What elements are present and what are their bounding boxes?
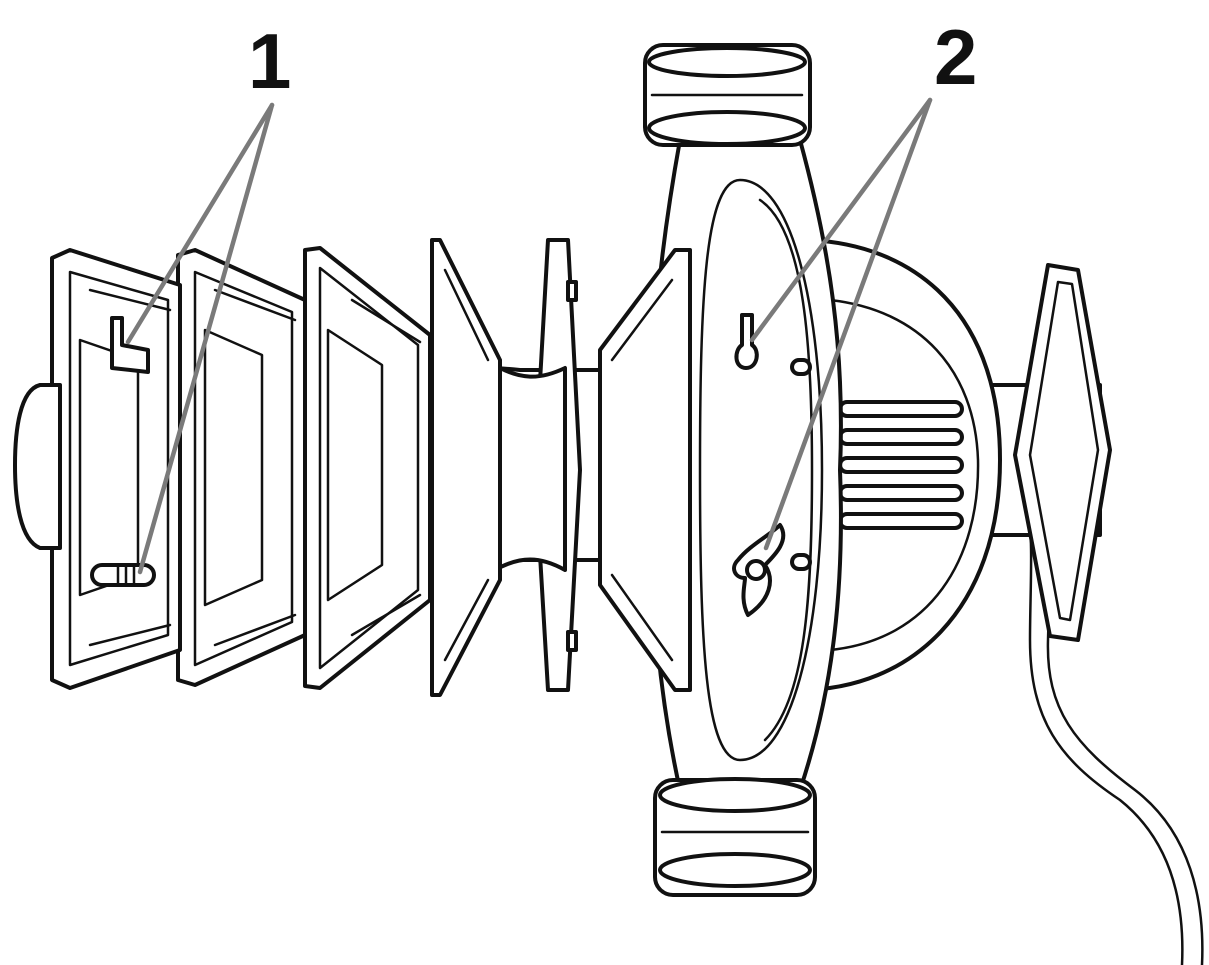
wing-screw <box>732 523 786 617</box>
callout-1-leaders <box>125 102 275 575</box>
callout-1-label: 1 <box>248 17 291 105</box>
keyhole-slot <box>734 313 759 370</box>
rear-mounting-plate <box>988 263 1112 642</box>
callout-2-label: 2 <box>934 13 977 101</box>
front-cap <box>13 383 62 550</box>
small-slot-upper <box>790 358 812 376</box>
rear-flare <box>598 248 692 692</box>
funnel-2 <box>176 248 307 687</box>
funnel-3 <box>303 246 432 690</box>
bottom-wheel <box>653 777 817 897</box>
hook-bracket <box>110 316 150 374</box>
small-slot-lower <box>790 553 812 571</box>
funnel-1 <box>50 248 182 690</box>
callout-2-leaders <box>749 97 933 551</box>
disc-plate-1 <box>430 238 502 697</box>
waist-section <box>493 363 567 572</box>
locking-pin <box>90 563 156 587</box>
motor-housing <box>798 238 1002 692</box>
vent-slots <box>838 400 964 530</box>
top-wheel <box>643 43 812 147</box>
